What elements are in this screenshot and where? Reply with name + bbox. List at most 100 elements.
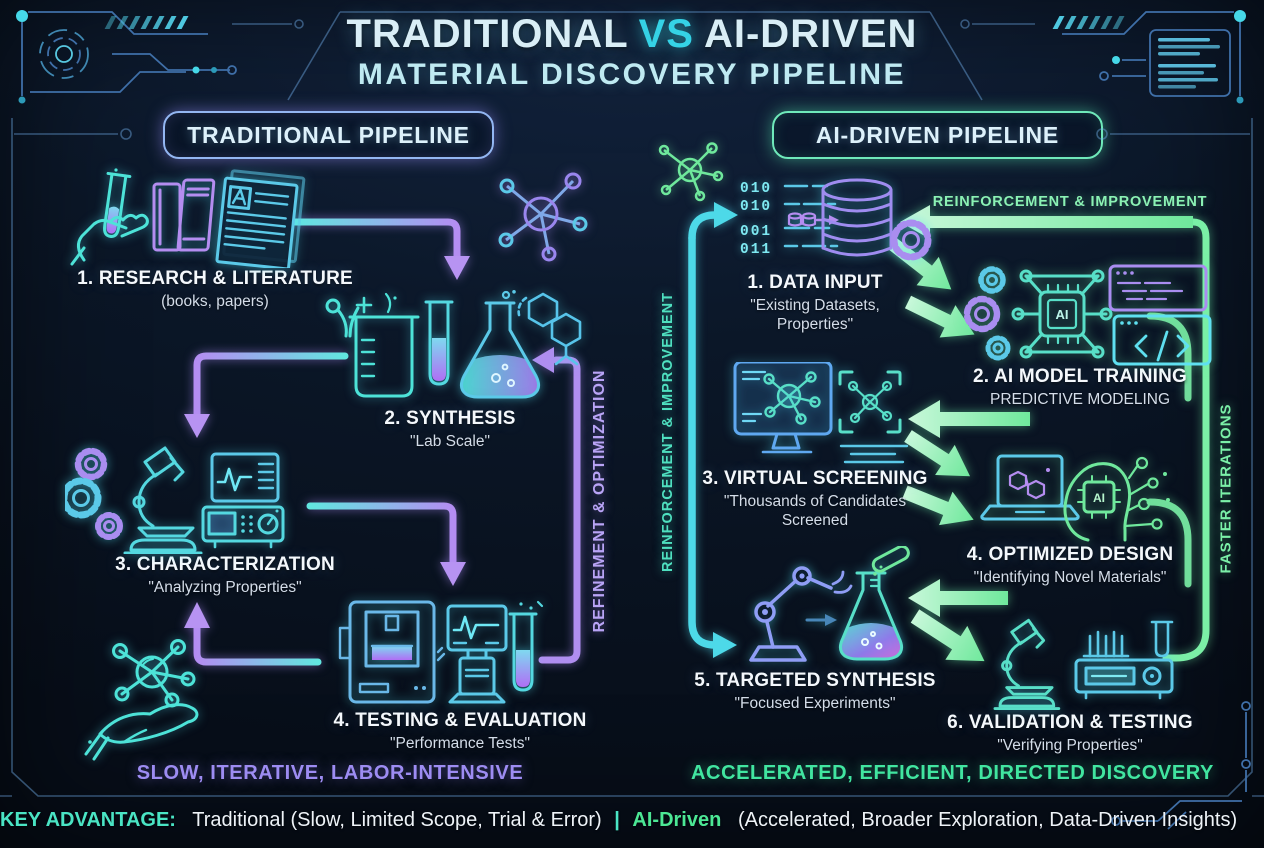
test-station-icon <box>446 604 508 704</box>
reinforcement-top-arrow <box>900 205 1193 239</box>
erlenmeyer-flask-icon <box>459 290 541 399</box>
step-title: 1. DATA INPUT <box>747 272 883 293</box>
arrow-testing-to-characterization <box>193 622 322 666</box>
step-subtitle: "Identifying Novel Materials" <box>973 569 1167 586</box>
step-title: 5. TARGETED SYNTHESIS <box>694 670 936 691</box>
molecule-hex-icon <box>517 292 582 366</box>
arrow-synthesis-to-characterization <box>193 352 349 420</box>
molecule-scan-icon <box>838 370 902 434</box>
traditional-summary: SLOW, ITERATIVE, LABOR-INTENSIVE <box>136 762 524 784</box>
step-title: 4. TESTING & EVALUATION <box>333 710 587 731</box>
reinforcement-improvement-label-vertical: REINFORCEMENT & IMPROVEMENT <box>660 292 676 572</box>
document-icon <box>215 169 306 268</box>
ai-pipeline-header: AI-DRIVEN PIPELINE <box>772 111 1103 159</box>
books-icon <box>152 178 216 252</box>
circuit-decor-bottom-right <box>1111 701 1251 830</box>
ai-chip-network-icon: AI <box>1011 269 1113 359</box>
frame-border <box>0 11 1264 797</box>
testing-icons <box>338 600 544 704</box>
step-title: 1. RESEARCH & LITERATURE <box>77 268 353 289</box>
microscope-icon <box>993 618 1061 710</box>
step-title: 3. CHARACTERIZATION <box>115 554 335 575</box>
ai-head-icon: AI <box>1063 462 1132 542</box>
gears-icon <box>963 266 1011 361</box>
step-characterization: 3. CHARACTERIZATION "Analyzing Propertie… <box>65 442 385 597</box>
step-subtitle: "Existing Datasets, Properties" <box>750 297 880 334</box>
step-subtitle: "Analyzing Properties" <box>148 579 302 596</box>
step-subtitle: "Thousands of Candidates Screened <box>723 493 907 530</box>
step-subtitle: "Lab Scale" <box>410 433 490 450</box>
ai-chip-label: AI <box>1056 307 1069 322</box>
ai-pipeline-label: AI-DRIVEN PIPELINE <box>815 121 1060 148</box>
code-window-icon-2 <box>1112 314 1212 366</box>
molecule-decor-ai <box>658 142 724 202</box>
circuit-decor-top-left <box>16 10 237 104</box>
arrow-training-to-screening <box>908 400 1030 438</box>
title-traditional: TRADITIONAL <box>346 12 629 56</box>
robot-arm-icon <box>749 566 853 662</box>
test-tube-icon <box>424 300 454 386</box>
title-ai-driven: AI-DRIVEN <box>703 12 918 56</box>
microscope-icon <box>123 446 203 554</box>
step-subtitle: "Performance Tests" <box>390 735 530 752</box>
step-title: 6. VALIDATION & TESTING <box>947 712 1193 733</box>
arrow-design-to-synthesis <box>908 579 1008 617</box>
monitor-molecule-icon <box>733 362 833 454</box>
process-arrow-icon <box>805 614 837 626</box>
page-subtitle: MATERIAL DISCOVERY PIPELINE <box>357 58 907 91</box>
ai-summary: ACCELERATED, EFFICIENT, DIRECTED DISCOVE… <box>690 762 1214 784</box>
step-targeted-synthesis: 5. TARGETED SYNTHESIS "Focused Experimen… <box>665 546 965 713</box>
glassware-icon <box>325 296 373 338</box>
binary-row: 010 <box>740 199 773 215</box>
ai-training-icons: AI <box>963 264 1212 366</box>
analyzer-instrument-icon <box>201 505 285 549</box>
gear-icon <box>890 219 932 261</box>
faster-iterations-label: FASTER ITERATIONS <box>1217 403 1235 574</box>
binary-row: 010 <box>740 181 773 197</box>
ai-flow-arrows <box>881 205 1193 679</box>
circuit-decor-top-right <box>1052 10 1246 104</box>
hatch-bars-right <box>1052 16 1125 29</box>
beaker-icon <box>348 292 420 398</box>
step-data-input: 1. DATA INPUT "Existing Datasets, Proper… <box>665 176 965 335</box>
laptop-molecule-icon <box>980 454 1080 521</box>
step-optimized-design: AI 4. OPTIMIZED DESIGN "Identifying Nove… <box>920 452 1220 587</box>
code-window-icon <box>1108 264 1208 312</box>
footer-ai-label: AI-Driven <box>632 809 722 831</box>
synthesis-icons <box>325 290 582 399</box>
flask-pour-icon <box>838 546 910 661</box>
hatch-bars-left <box>104 16 189 29</box>
step-title: 2. SYNTHESIS <box>384 408 516 429</box>
reinforcement-loop-arrow <box>688 202 738 658</box>
step-title: 2. AI MODEL TRAINING <box>972 366 1188 387</box>
binary-row: 011 <box>740 242 773 258</box>
reinforcement-improvement-label-top: REINFORCEMENT & IMPROVEMENT <box>932 194 1208 210</box>
arrow-research-to-synthesis <box>291 218 461 262</box>
step-subtitle: "Focused Experiments" <box>734 695 896 712</box>
characterization-icons <box>65 446 285 554</box>
test-tube-icon <box>508 600 544 692</box>
step-virtual-screening: 3. VIRTUAL SCREENING "Thousands of Candi… <box>665 362 965 531</box>
molecule-decor-traditional <box>498 172 588 262</box>
data-input-icons <box>783 178 932 261</box>
optimized-design-icons: AI <box>980 454 1170 542</box>
arrow-characterization-to-testing <box>306 502 457 568</box>
research-icons <box>70 168 306 268</box>
step-testing-evaluation: 4. TESTING & EVALUATION "Performance Tes… <box>310 600 610 753</box>
hand-test-tube-icon <box>70 168 149 266</box>
step-subtitle: "Verifying Properties" <box>997 737 1143 754</box>
footer-separator: | <box>614 809 620 831</box>
step-title: 3. VIRTUAL SCREENING <box>702 468 928 489</box>
targeted-synthesis-icons <box>749 546 910 662</box>
traditional-pipeline-label: TRADITIONAL PIPELINE <box>187 121 470 148</box>
title-vs: VS <box>638 12 694 56</box>
traditional-pipeline-header: TRADITIONAL PIPELINE <box>163 111 494 159</box>
result-lines-icon <box>839 444 909 464</box>
mini-database-icon <box>787 212 817 227</box>
hand-molecule-icon <box>84 639 199 761</box>
footer-traditional-text: Traditional (Slow, Limited Scope, Trial … <box>192 809 602 831</box>
key-advantage-footer: KEY ADVANTAGE: Traditional (Slow, Limite… <box>0 809 1237 832</box>
